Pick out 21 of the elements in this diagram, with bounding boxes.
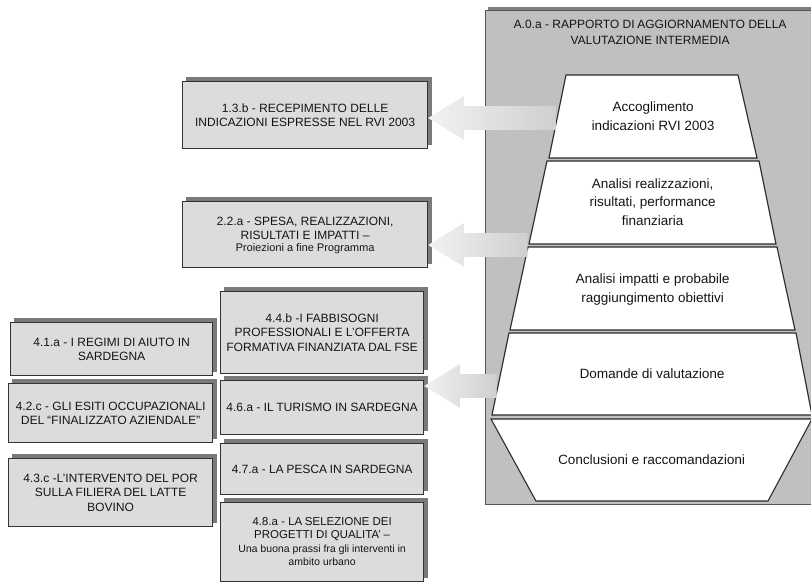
box-title: 4.3.c -L’INTERVENTO DEL POR SULLA FILIERA DEL LATTE BOVINO <box>22 470 199 514</box>
box-title: 1.3.b - RECEPIMENTO DELLE INDICAZIONI ESPRESSE NEL RVI 2003 <box>194 100 416 130</box>
section-label: Domande di valutazione <box>578 364 726 383</box>
box-title: 4.2.c - GLI ESITI OCCUPAZIONALI DEL “FINALIZZATO AZIENDALE” <box>14 398 206 428</box>
box-title: 4.4.b -I FABBISOGNI PROFESSIONALI E L’OFFERTA FORMATIVA FINANZIATA DAL FSE <box>225 310 419 354</box>
block-arrow <box>424 364 497 408</box>
box-title: 4.1.a - I REGIMI DI AIUTO IN SARDEGNA <box>32 334 191 364</box>
section-label: Accoglimento indicazioni RVI 2003 <box>590 98 716 134</box>
panel-title: A.0.a - RAPPORTO DI AGGIORNAMENTO DELLA VALUTAZIONE INTERMEDIA <box>512 17 788 48</box>
block-arrow <box>428 96 556 140</box>
section-label: Analisi realizzazioni, risultati, performance finanziaria <box>588 175 717 230</box>
report-panel <box>485 10 811 505</box>
box-title: 2.2.a - SPESA, REALIZZAZIONI, RISULTATI E IMPATTI – <box>216 214 394 242</box>
section-label: Analisi impatti e probabile raggiungimento obiettivi <box>574 270 730 307</box>
section-label: Conclusioni e raccomandazioni <box>557 450 746 469</box>
box-title: 4.6.a - IL TURISMO IN SARDEGNA <box>226 400 418 415</box>
box-title: 4.7.a - LA PESCA IN SARDEGNA <box>232 462 412 476</box>
box-title: 4.8.a - LA SELEZIONE DEI PROGETTI DI QUALITA’ – <box>251 516 393 544</box>
box-subtitle: Proiezioni a fine Programma <box>236 242 374 256</box>
box-subtitle: Una buona prassi fra gli interventi in ambito urbano <box>237 543 407 568</box>
block-arrow <box>428 223 528 267</box>
